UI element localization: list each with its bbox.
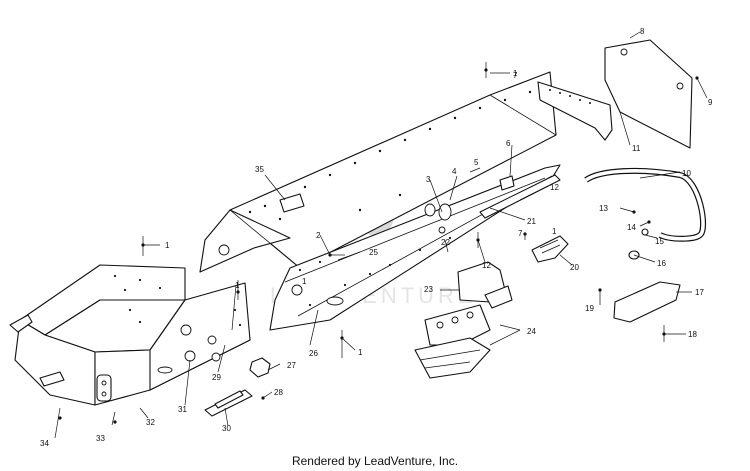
part-15 bbox=[641, 228, 649, 236]
callout-26: 26 bbox=[309, 349, 318, 358]
callout-14: 14 bbox=[627, 223, 636, 232]
callout-15: 15 bbox=[655, 237, 664, 246]
part-20-footrest bbox=[531, 235, 569, 263]
callout-2: 2 bbox=[316, 231, 321, 240]
callout-12: 12 bbox=[550, 183, 559, 192]
callout-21: 21 bbox=[527, 217, 536, 226]
part-17-cover bbox=[613, 281, 681, 323]
callout-7: 7 bbox=[513, 71, 518, 80]
exploded-view-drawing: LEADVENTURE bbox=[9, 27, 713, 448]
callout-35: 35 bbox=[255, 165, 264, 174]
part-23-24-brackets bbox=[414, 261, 513, 379]
callout-1: 1 bbox=[235, 281, 240, 290]
callout-4: 4 bbox=[452, 167, 457, 176]
part-21-rail bbox=[479, 174, 561, 219]
part-11-bracket bbox=[537, 81, 613, 141]
callout-6: 6 bbox=[506, 139, 511, 148]
callout-17: 17 bbox=[695, 288, 704, 297]
part-6 bbox=[499, 175, 515, 191]
callout-10: 10 bbox=[682, 169, 691, 178]
callout-33: 33 bbox=[96, 434, 105, 443]
callout-24: 24 bbox=[527, 327, 536, 336]
part-4 bbox=[438, 203, 452, 221]
callout-8: 8 bbox=[640, 27, 645, 36]
callout-labels: 1 1 1 1 1 1 2 3 4 5 6 7 7 8 9 10 11 12 1… bbox=[40, 27, 713, 448]
part-27 bbox=[249, 357, 271, 378]
callout-11: 11 bbox=[632, 144, 641, 153]
callout-1: 1 bbox=[302, 277, 307, 286]
callout-27: 27 bbox=[287, 361, 296, 370]
callout-30: 30 bbox=[222, 424, 231, 433]
tunnel-assembly bbox=[199, 71, 557, 273]
callout-7: 7 bbox=[518, 229, 523, 238]
callout-1: 1 bbox=[513, 69, 518, 78]
callout-12: 12 bbox=[482, 261, 491, 270]
callout-28: 28 bbox=[274, 388, 283, 397]
callout-29: 29 bbox=[212, 373, 221, 382]
callout-18: 18 bbox=[688, 330, 697, 339]
callout-16: 16 bbox=[657, 259, 666, 268]
callout-20: 20 bbox=[570, 263, 579, 272]
part-22 bbox=[438, 226, 446, 234]
callout-1: 1 bbox=[552, 227, 557, 236]
callout-25: 25 bbox=[369, 248, 378, 257]
callout-5: 5 bbox=[474, 158, 479, 167]
callout-32: 32 bbox=[146, 418, 155, 427]
callout-34: 34 bbox=[40, 439, 49, 448]
callout-13: 13 bbox=[599, 204, 608, 213]
part-8-plate bbox=[604, 39, 693, 149]
callout-9: 9 bbox=[708, 98, 713, 107]
leader-lines bbox=[54, 31, 708, 439]
front-bulkhead bbox=[9, 264, 251, 406]
callout-1: 1 bbox=[358, 348, 363, 357]
credit-line: Rendered by LeadVenture, Inc. bbox=[291, 454, 459, 468]
callout-23: 23 bbox=[424, 285, 433, 294]
callout-22: 22 bbox=[441, 238, 450, 247]
callout-1: 1 bbox=[165, 241, 170, 250]
part-3 bbox=[424, 203, 436, 217]
callout-31: 31 bbox=[178, 405, 187, 414]
callout-19: 19 bbox=[585, 304, 594, 313]
callout-3: 3 bbox=[426, 175, 431, 184]
side-panel bbox=[269, 164, 561, 331]
